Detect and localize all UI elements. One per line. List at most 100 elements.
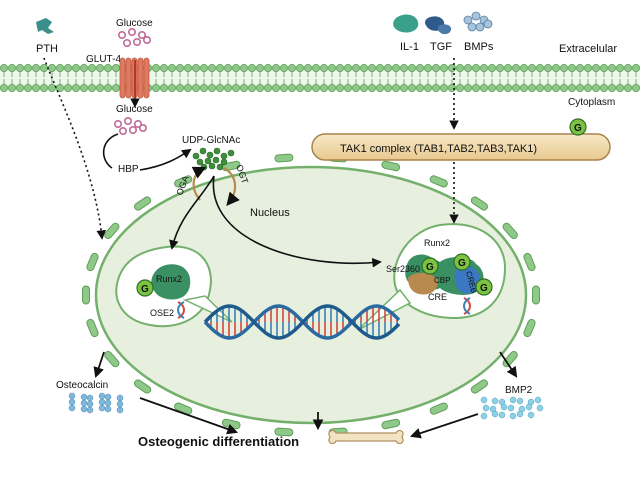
lipid-head-outer [64, 64, 73, 73]
lipid-head-outer [23, 64, 32, 73]
cre-dna-blue [463, 297, 471, 315]
lipid-head-inner [407, 84, 416, 93]
lipid-head-outer [359, 64, 368, 73]
lipid-head-inner [616, 84, 625, 93]
nuclear-pore [523, 318, 536, 338]
osteocalcin-particle [104, 393, 112, 401]
osteocalcin-particle [68, 404, 76, 412]
bmp-particle [483, 19, 493, 29]
nuclear-pore [134, 196, 152, 211]
lipid-head-inner [383, 84, 392, 93]
osteogenic-differentiation-label: Osteogenic differentiation [138, 434, 299, 449]
lipid-head-outer [624, 64, 633, 73]
lipid-head-outer [584, 64, 593, 73]
lipid-head-inner [367, 84, 376, 93]
osteocalcin-particle [116, 394, 124, 402]
ose2-dna-red [177, 301, 185, 319]
nuclear-pore [274, 427, 294, 437]
hbp-to-udp-arrow [139, 148, 192, 171]
lipid-head-inner [15, 84, 24, 93]
lipid-head-inner [439, 84, 448, 93]
glucose-bottom-molecules [114, 117, 148, 136]
glcnac-badge-tak1 [569, 118, 587, 136]
glucose-molecule [119, 127, 128, 136]
glcnac-badge-left-label: G [141, 284, 149, 295]
nuclear-pore [381, 160, 401, 172]
lipid-head-inner [88, 84, 97, 93]
lipid-head-inner [175, 84, 184, 93]
lipid-head-outer [151, 64, 160, 73]
ogt-to-creb-arrow [212, 175, 382, 268]
ogt-arrow [223, 167, 240, 207]
lipid-head-inner [335, 84, 344, 93]
lipid-head-inner [463, 84, 472, 93]
cbp-protein [408, 272, 438, 295]
udp-glcnac-particle [206, 151, 214, 159]
glucose-bottom-label: Glucose [116, 104, 153, 115]
lipid-head-outer [199, 64, 208, 73]
udp-glcnac-particle [216, 163, 224, 171]
lipid-head-outer [159, 64, 168, 73]
lipid-head-inner [576, 84, 585, 93]
lipid-head-inner [608, 84, 617, 93]
lipid-head-outer [319, 64, 328, 73]
lipid-head-inner [303, 84, 312, 93]
glucose-molecule [143, 35, 152, 44]
nuclear-pore [174, 175, 193, 188]
lipid-head-outer [215, 64, 224, 73]
tgf-molecule-icon-part [438, 24, 452, 35]
lipid-head-outer [439, 64, 448, 73]
nuclear-pore [523, 252, 536, 272]
runx2-ose2-complex: Runx2 G OSE2 [136, 264, 191, 319]
lipid-head-outer [0, 64, 8, 73]
cytoplasm-label: Cytoplasm [568, 97, 615, 108]
udp-glcnac-particle [220, 152, 228, 160]
lipid-head-outer [88, 64, 97, 73]
osteocalcin-molecules [68, 392, 124, 414]
hbp-label: HBP [118, 164, 139, 175]
lipid-head-inner [223, 84, 232, 93]
lipid-head-outer [512, 64, 521, 73]
bmp2-particle [500, 403, 508, 411]
lipid-head-inner [512, 84, 521, 93]
glut4-helix [119, 57, 126, 99]
glucose-molecule [114, 120, 123, 129]
lipid-head-outer [536, 64, 545, 73]
bmp2-particle [480, 396, 488, 404]
bmp2-particle [509, 396, 517, 404]
nuclear-pore [502, 222, 518, 240]
osteocalcin-particle [98, 404, 106, 412]
ser2360-label: Ser2360 [386, 264, 420, 274]
cell-membrane [0, 64, 640, 93]
lipid-head-outer [295, 64, 304, 73]
lipid-head-inner [72, 84, 81, 93]
bmps-label: BMPs [464, 41, 494, 53]
glcnac-badge-r3-label: G [480, 283, 488, 294]
lipid-head-inner [624, 84, 633, 93]
pth-group: PTH [36, 18, 106, 240]
lipid-head-inner [255, 84, 264, 93]
bone-icon [328, 429, 404, 445]
lipid-head-outer [271, 64, 280, 73]
ligands-group: IL-1 TGF BMPs [393, 11, 494, 130]
glut4-transporter [119, 57, 150, 108]
lipid-head-inner [112, 84, 121, 93]
nuclear-pores [82, 153, 540, 437]
runx2-creb-complex: Runx2 CBP CREB Ser2360 CRE G G G [386, 238, 493, 315]
nuclear-pore [82, 285, 90, 305]
lipid-head-outer [96, 64, 105, 73]
lipid-head-outer [247, 64, 256, 73]
lipid-head-outer [431, 64, 440, 73]
lipid-head-inner [207, 84, 216, 93]
glcnac-badge-left [136, 279, 154, 297]
osteocalcin-particle [116, 406, 124, 414]
bmp2-molecules [480, 396, 544, 420]
lipid-head-inner [455, 84, 464, 93]
udp-glcnac-particle [227, 149, 235, 157]
lipid-head-inner [560, 84, 569, 93]
lipid-head-inner [56, 84, 65, 93]
lipid-head-outer [40, 64, 49, 73]
lipid-head-inner [191, 84, 200, 93]
